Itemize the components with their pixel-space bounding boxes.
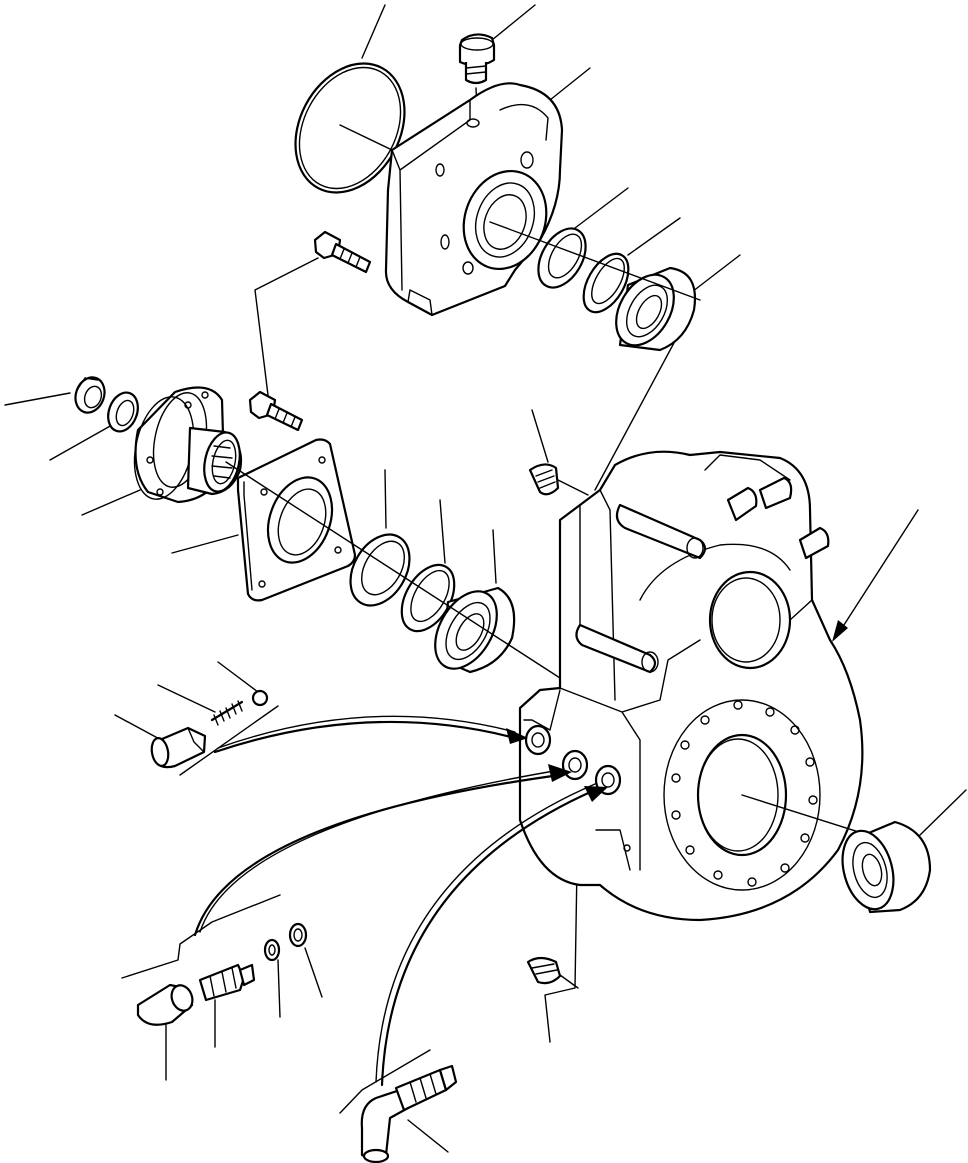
arrow-elbow — [380, 788, 597, 1087]
cover-plate — [236, 438, 357, 602]
arrow-switch — [193, 773, 562, 937]
bolt-upper — [313, 230, 372, 274]
leader-washer — [49, 424, 113, 461]
upper-axis-line — [489, 221, 701, 301]
leader-lower-seal-2 — [439, 499, 446, 564]
flange — [133, 386, 243, 504]
arrow-relief — [213, 720, 517, 754]
leader-check-ball — [217, 661, 259, 693]
leader-upper-seal-2 — [627, 217, 681, 256]
leader-case-arrow — [841, 509, 919, 629]
leader-lower-bearing — [492, 529, 497, 584]
leader-bearing-to-case — [594, 327, 683, 491]
leader-right-bearing — [919, 789, 967, 836]
leader-bolts — [254, 257, 319, 396]
lower-bearing — [434, 586, 516, 674]
upper-seal-1 — [537, 227, 587, 289]
lower-axis-line — [225, 461, 561, 679]
leader-lower-seal-1 — [384, 469, 387, 529]
set-screw-lower — [526, 956, 579, 989]
nut — [74, 376, 106, 414]
breather-plug — [458, 33, 496, 111]
right-bearing — [841, 820, 932, 914]
leader-plug-top — [531, 409, 549, 463]
leader-elbow-b — [407, 1119, 449, 1153]
arrow-relief-inner — [217, 715, 516, 749]
leader-cover-plate — [171, 534, 239, 554]
arrow-switch-inner — [199, 769, 561, 933]
lower-seal-2 — [400, 563, 456, 633]
leader-o-ring — [361, 4, 386, 59]
leader-bottom-plug — [544, 804, 579, 1043]
upper-seal-2 — [582, 252, 630, 314]
case-arrow — [832, 620, 848, 642]
gear-case — [518, 450, 864, 922]
arrow-elbow-inner — [375, 783, 596, 1083]
leader-upper-seal-1 — [574, 187, 629, 229]
leader-upper-bearing — [687, 254, 741, 296]
set-screw-upper — [528, 463, 589, 496]
leader-flange — [81, 489, 141, 516]
relief-valve-group — [150, 689, 528, 776]
bolt-lower — [248, 390, 304, 432]
washer — [107, 391, 139, 433]
leader-spring — [157, 684, 216, 713]
pressure-switch-group — [121, 764, 572, 1026]
leader-o-ring-inner — [339, 124, 393, 151]
leader-breather-plug — [491, 4, 536, 41]
leader-washer-a — [304, 947, 323, 998]
leader-lines — [4, 4, 967, 1153]
upper-housing — [384, 82, 564, 317]
elbow-fitting-group — [339, 783, 608, 1163]
upper-bearing — [615, 266, 697, 352]
leader-washer-b — [277, 959, 281, 1018]
leader-nut — [4, 392, 71, 406]
